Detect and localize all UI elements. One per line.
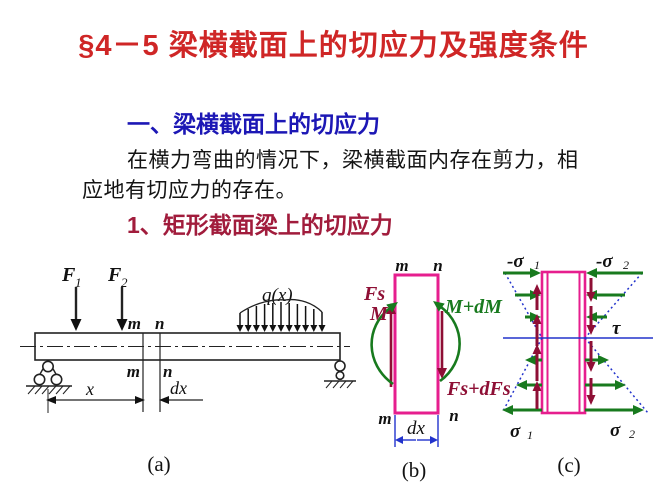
stress-labels: -σ 1 -σ 2 τ σ 1 σ 2 — [507, 251, 635, 442]
distributed-load: q(x) — [236, 285, 326, 332]
distributed-load-arrows — [236, 302, 326, 332]
figure-b-element-diagram: m n m n Fs M M+dM Fs+dFs dx (b) — [363, 256, 511, 482]
force-arrows: F 1 F 2 — [61, 264, 128, 331]
shear-stress-arrows — [532, 278, 596, 409]
load-envelope-curve — [239, 298, 323, 314]
subsection-heading: 1、矩形截面梁上的切应力 — [127, 212, 393, 238]
force-f1-subscript: 1 — [75, 275, 82, 290]
moment-arc-left — [370, 301, 398, 386]
dimension-x-label: x — [85, 379, 94, 399]
label-sigma1-sub: 1 — [527, 428, 533, 442]
dimension-dx: dx — [394, 415, 439, 447]
moment-right-label: M+dM — [444, 296, 503, 318]
beam-body — [20, 332, 350, 412]
label-sigma2: σ — [610, 420, 621, 441]
figure-c-stress-distribution: -σ 1 -σ 2 τ σ 1 σ 2 (c) — [501, 251, 653, 477]
section-labels: m n m n — [127, 314, 173, 381]
paragraph-line-1: 在横力弯曲的情况下，梁横截面内存在剪力，相 — [127, 149, 579, 172]
shear-left-label: Fs — [363, 283, 385, 305]
label-n-top: n — [433, 256, 442, 275]
dimension-dx: dx — [159, 378, 203, 404]
label-neg-sigma2: -σ — [596, 251, 613, 272]
shear-right-label: Fs+dFs — [446, 378, 511, 400]
pin-support — [26, 359, 72, 395]
force-f1-label: F — [61, 264, 76, 286]
dimension-dx-label: dx — [170, 378, 187, 398]
figure-b-caption: (b) — [402, 458, 427, 482]
figure-c-caption: (c) — [557, 453, 580, 477]
label-neg-sigma2-sub: 2 — [623, 258, 629, 272]
stress-envelope-dotted-lines — [501, 272, 649, 414]
label-sigma2-sub: 2 — [629, 427, 635, 441]
label-m-bottom: m — [378, 409, 391, 428]
label-m-top: m — [395, 256, 408, 275]
element-outline — [393, 273, 440, 415]
label-sigma1: σ — [510, 421, 521, 442]
label-n-bottom: n — [449, 406, 458, 425]
label-m-top: m — [128, 314, 141, 333]
figure-a-caption: (a) — [147, 452, 170, 476]
label-n-top: n — [155, 314, 164, 333]
section-heading: 一、梁横截面上的切应力 — [127, 111, 380, 137]
distributed-load-label: q(x) — [262, 285, 293, 306]
dimension-x: x — [46, 379, 145, 413]
slide-title: §4－5 梁横截面上的切应力及强度条件 — [78, 30, 589, 62]
label-neg-sigma1: -σ — [507, 251, 524, 272]
dimension-dx-label: dx — [407, 418, 426, 439]
internal-forces: Fs M M+dM Fs+dFs — [363, 283, 511, 400]
paragraph-line-2: 应地有切应力的存在。 — [82, 179, 297, 202]
label-m-bottom: m — [127, 362, 140, 381]
moment-arc-right — [433, 300, 461, 383]
moment-left-label: M — [369, 303, 389, 325]
force-f2-label: F — [107, 264, 122, 286]
roller-support — [324, 360, 356, 389]
label-n-bottom: n — [163, 362, 172, 381]
element-section-labels: m n m n — [378, 256, 458, 428]
element-outline — [540, 270, 587, 415]
figure-a-beam-diagram: F 1 F 2 q(x) m n — [20, 264, 356, 476]
force-f2-subscript: 2 — [121, 275, 128, 290]
label-tau: τ — [612, 318, 621, 339]
label-neg-sigma1-sub: 1 — [534, 258, 540, 272]
